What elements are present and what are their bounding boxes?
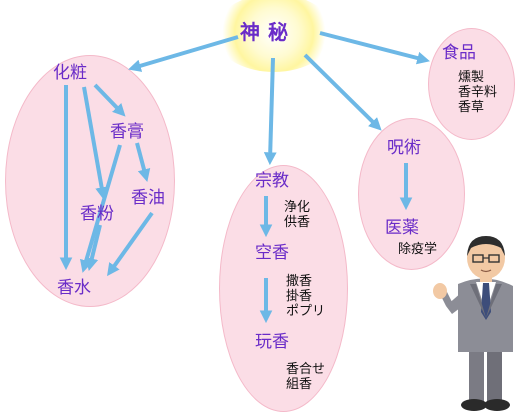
subtext-kuukou: 撒香 掛香 ポプリ — [286, 274, 325, 319]
node-keshou: 化粧 — [53, 63, 87, 83]
arrow-title-to-keshou — [128, 35, 239, 72]
arrow-keshou-to-kouhun — [82, 86, 108, 201]
arrow-koukou-to-kousui — [80, 144, 122, 273]
food-group-bubble — [428, 28, 515, 140]
node-kousui: 香水 — [57, 278, 91, 298]
subtext-item: 除疫学 — [398, 242, 438, 257]
subtext-item: 香辛料 — [458, 85, 498, 100]
node-iyaku: 医薬 — [385, 218, 419, 238]
title-label: 神秘 — [240, 20, 296, 44]
subtext-item: ポプリ — [286, 304, 326, 319]
subtext-item: 香合せ — [286, 362, 326, 377]
subtext-gankou: 香合せ 組香 — [286, 362, 325, 392]
arrow-title-to-shukyou — [263, 57, 277, 166]
arrow-keshou-to-koukou — [93, 83, 126, 117]
arrow-title-to-jujutsu — [303, 53, 382, 131]
node-kouyu: 香油 — [131, 188, 165, 208]
arrow-kouhun-to-kousui — [85, 224, 102, 271]
subtext-shokuhin: 燻製 香辛料 香草 — [458, 70, 497, 115]
subtext-item: 撒香 — [286, 274, 313, 289]
subtext-item: 燻製 — [458, 70, 485, 85]
arrow-title-to-shokuhin — [319, 31, 430, 65]
node-shukyou: 宗教 — [255, 171, 289, 191]
node-kouhun: 香粉 — [80, 204, 114, 224]
node-gankou: 玩香 — [255, 332, 289, 352]
node-koukou: 香膏 — [110, 122, 144, 142]
subtext-item: 供香 — [284, 215, 311, 230]
subtext-item: 香草 — [458, 100, 485, 115]
subtext-iyaku: 除疫学 — [398, 242, 437, 257]
subtext-item: 掛香 — [286, 289, 313, 304]
node-shokuhin: 食品 — [442, 43, 476, 63]
religion-group-bubble — [219, 165, 348, 412]
subtext-item: 組香 — [286, 377, 313, 392]
arrow-koukou-to-kouyu — [135, 142, 151, 182]
node-kuukou: 空香 — [255, 243, 289, 263]
node-jujutsu: 呪術 — [387, 138, 421, 158]
arrow-kouyu-to-kousui — [107, 211, 154, 277]
subtext-shukyou: 浄化 供香 — [284, 200, 310, 230]
magic-group-bubble — [358, 118, 465, 270]
subtext-item: 浄化 — [284, 200, 311, 215]
